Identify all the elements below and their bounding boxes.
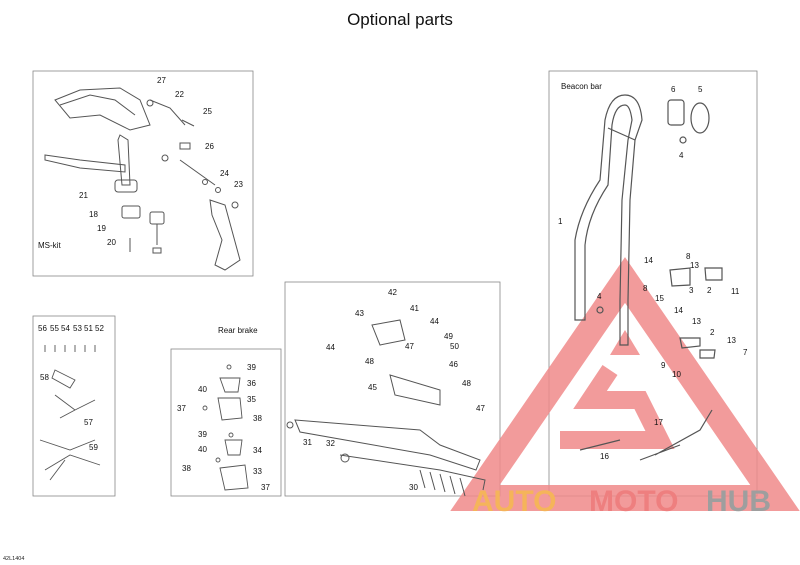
svg-text:8: 8 [686,252,691,261]
ms-kit-label: MS-kit [38,241,61,250]
svg-text:13: 13 [727,336,736,345]
svg-text:13: 13 [690,261,699,270]
svg-text:27: 27 [157,76,166,85]
svg-text:48: 48 [462,379,471,388]
svg-text:17: 17 [654,418,663,427]
watermark-text: AUTO MOTO HUB [472,485,771,518]
svg-text:5: 5 [698,85,703,94]
page-title: Optional parts [347,10,453,29]
watermark-moto: MOTO [589,485,678,518]
svg-text:3: 3 [689,286,694,295]
svg-text:47: 47 [476,404,485,413]
svg-text:21: 21 [79,191,88,200]
svg-text:4: 4 [679,151,684,160]
svg-text:48: 48 [365,357,374,366]
watermark-logo [450,257,800,511]
svg-text:10: 10 [672,370,681,379]
svg-text:4: 4 [597,292,602,301]
svg-text:32: 32 [326,439,335,448]
svg-text:52: 52 [95,324,104,333]
svg-text:6: 6 [671,85,676,94]
ms-kit-drawing [44,87,241,271]
svg-text:43: 43 [355,309,364,318]
svg-text:26: 26 [205,142,214,151]
svg-text:13: 13 [692,317,701,326]
svg-text:24: 24 [220,169,229,178]
svg-text:51: 51 [84,324,93,333]
rear-brake-drawing [202,364,249,491]
svg-text:7: 7 [743,348,748,357]
rear-brake-label: Rear brake [218,326,258,335]
svg-text:16: 16 [600,452,609,461]
svg-text:2: 2 [710,328,715,337]
diagram-code: 42L1404 [3,556,25,562]
svg-text:33: 33 [253,467,262,476]
svg-text:40: 40 [198,445,207,454]
beacon-bar-label: Beacon bar [561,82,602,91]
svg-text:54: 54 [61,324,70,333]
svg-text:23: 23 [234,180,243,189]
svg-text:39: 39 [247,363,256,372]
svg-text:22: 22 [175,90,184,99]
svg-text:14: 14 [674,306,683,315]
svg-text:38: 38 [182,464,191,473]
svg-text:39: 39 [198,430,207,439]
svg-text:9: 9 [661,361,666,370]
svg-text:8: 8 [643,284,648,293]
svg-text:42: 42 [388,288,397,297]
svg-text:20: 20 [107,238,116,247]
svg-text:25: 25 [203,107,212,116]
watermark-auto: AUTO [472,485,556,518]
svg-text:11: 11 [731,287,740,296]
watermark-hub: HUB [706,485,771,518]
svg-text:34: 34 [253,446,262,455]
harness-panel [32,315,116,497]
svg-text:37: 37 [261,483,270,492]
rake-panel [284,281,501,497]
svg-text:58: 58 [40,373,49,382]
harness-drawing [39,345,101,481]
rear-brake-panel [170,348,282,497]
svg-text:57: 57 [84,418,93,427]
svg-text:50: 50 [450,342,459,351]
svg-text:47: 47 [405,342,414,351]
rake-drawing [286,319,486,497]
svg-text:53: 53 [73,324,82,333]
svg-text:41: 41 [410,304,419,313]
svg-text:15: 15 [655,294,664,303]
svg-text:35: 35 [247,395,256,404]
beacon-bar-drawing [574,94,723,461]
svg-text:46: 46 [449,360,458,369]
svg-text:44: 44 [430,317,439,326]
svg-text:49: 49 [444,332,453,341]
svg-text:38: 38 [253,414,262,423]
svg-text:14: 14 [644,256,653,265]
svg-text:56: 56 [38,324,47,333]
svg-text:44: 44 [326,343,335,352]
ms-kit-panel [32,70,254,277]
svg-text:1: 1 [558,217,563,226]
svg-text:37: 37 [177,404,186,413]
svg-text:2: 2 [707,286,712,295]
svg-text:55: 55 [50,324,59,333]
svg-text:36: 36 [247,379,256,388]
svg-text:40: 40 [198,385,207,394]
svg-text:19: 19 [97,224,106,233]
svg-text:31: 31 [303,438,312,447]
svg-text:18: 18 [89,210,98,219]
svg-text:30: 30 [409,483,418,492]
svg-text:45: 45 [368,383,377,392]
svg-text:59: 59 [89,443,98,452]
